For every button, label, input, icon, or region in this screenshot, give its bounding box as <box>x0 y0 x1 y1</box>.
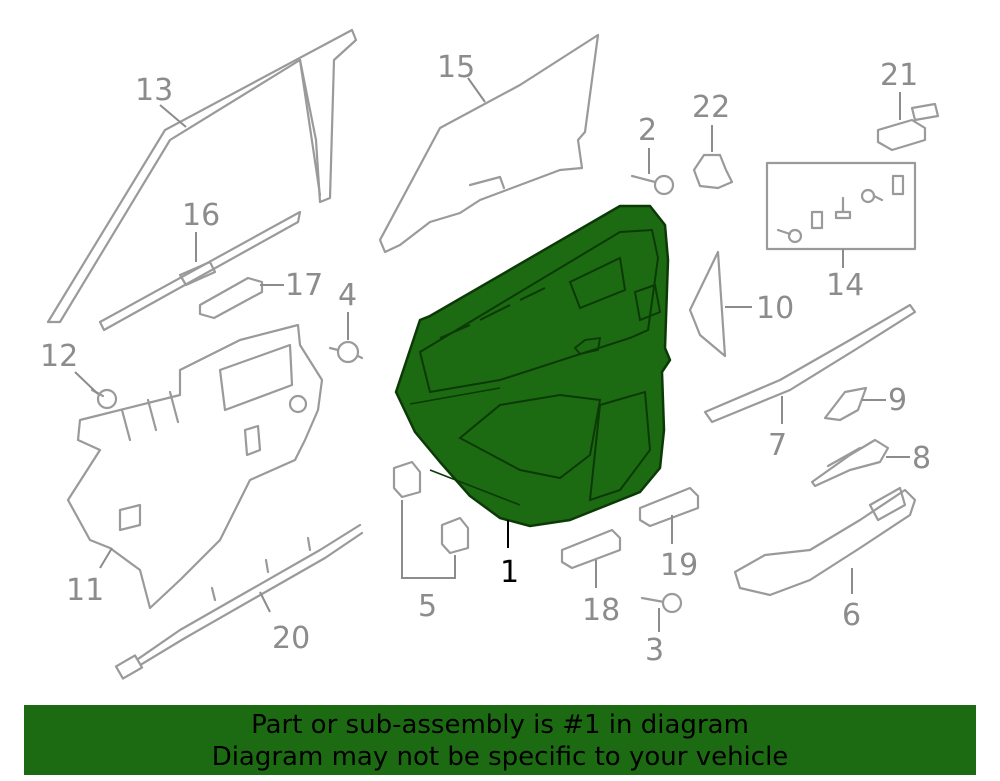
callout-20: 20 <box>272 621 310 656</box>
part-13-window-frame <box>46 28 358 324</box>
part-21-sensor <box>876 102 940 152</box>
leader-20 <box>259 591 271 613</box>
leader-15 <box>467 77 486 103</box>
leader-5 <box>401 500 456 579</box>
part-15-window-glass <box>378 33 600 254</box>
part-11-inner-carrier <box>66 323 324 610</box>
callout-10: 10 <box>756 291 794 326</box>
banner-line-2: Diagram may not be specific to your vehi… <box>211 742 789 772</box>
callout-4: 4 <box>338 278 357 313</box>
part-10-triangle-cover <box>688 250 727 358</box>
parts-diagram: 13 15 16 17 4 12 11 <box>40 28 940 680</box>
callout-16: 16 <box>182 198 220 233</box>
callout-14: 14 <box>826 268 864 303</box>
leader-12 <box>74 371 99 395</box>
callout-21: 21 <box>880 58 918 93</box>
callout-13: 13 <box>135 73 173 108</box>
part-6-armrest <box>733 486 917 597</box>
part-17-clip <box>198 276 264 320</box>
callout-18: 18 <box>582 593 620 628</box>
part-22-grommet <box>692 153 734 190</box>
callout-9: 9 <box>888 383 907 418</box>
banner-line-1: Part or sub-assembly is #1 in diagram <box>251 710 749 740</box>
part-2-bolt <box>630 174 675 196</box>
part-3-screw <box>640 592 683 614</box>
callout-12: 12 <box>40 339 78 374</box>
part-4-push-nut <box>328 340 364 364</box>
callout-8: 8 <box>912 441 931 476</box>
part-7-trim-strip <box>703 303 917 424</box>
part-8-handle-bezel <box>810 438 890 488</box>
callout-6: 6 <box>842 598 861 633</box>
leader-13 <box>159 104 187 128</box>
part-20-wiring-harness <box>114 523 364 680</box>
callout-22: 22 <box>692 90 730 125</box>
part-18-clip <box>560 528 622 570</box>
callout-5: 5 <box>418 589 437 624</box>
callout-3: 3 <box>645 633 664 668</box>
info-banner: Part or sub-assembly is #1 in diagram Di… <box>24 705 976 775</box>
callout-1: 1 <box>500 555 519 590</box>
callout-19: 19 <box>660 548 698 583</box>
leader-11 <box>99 547 113 569</box>
part-16-belt-strip <box>98 210 302 332</box>
callout-7: 7 <box>768 428 787 463</box>
part-14-hardware-kit <box>765 161 917 251</box>
part-1-door-trim-panel <box>394 204 672 528</box>
part-19-clip <box>638 486 700 528</box>
callout-11: 11 <box>66 573 104 608</box>
callout-17: 17 <box>285 268 323 303</box>
callout-15: 15 <box>437 50 475 85</box>
part-5-clips <box>392 460 470 555</box>
callout-2: 2 <box>638 113 657 148</box>
part-9-bezel <box>823 386 868 422</box>
